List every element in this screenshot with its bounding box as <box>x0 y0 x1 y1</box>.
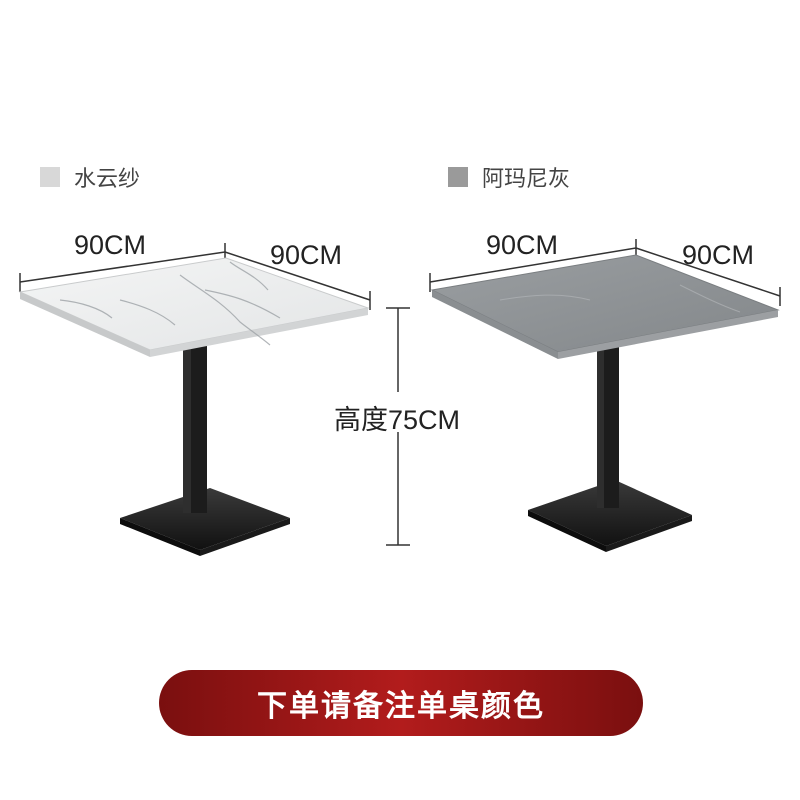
right-depth-dimension <box>635 247 781 306</box>
left-table-top <box>18 257 370 351</box>
legend-item-white: 水云纱 <box>40 160 140 194</box>
grey-slate-table <box>430 254 780 552</box>
left-width-label: 90CM <box>74 230 147 260</box>
white-marble-table <box>18 257 370 556</box>
right-table-base-plate <box>528 480 692 546</box>
right-depth-label: 90CM <box>682 240 755 270</box>
left-table-base-plate <box>120 488 290 550</box>
legend-label-white: 水云纱 <box>74 167 141 192</box>
slate-veins <box>499 284 741 313</box>
marble-veins <box>59 261 281 346</box>
legend-label-grey: 阿玛尼灰 <box>482 167 571 192</box>
height-label: 高度75CM <box>334 405 461 435</box>
height-dimension <box>386 307 410 546</box>
legend-item-grey: 阿玛尼灰 <box>448 160 570 194</box>
order-note-banner: 下单请备注单桌颜色 <box>159 670 643 736</box>
swatch-white <box>40 167 60 187</box>
right-width-label: 90CM <box>486 230 559 260</box>
swatch-grey <box>448 167 468 187</box>
left-depth-label: 90CM <box>270 240 343 270</box>
left-depth-dimension <box>224 251 371 310</box>
order-note-text: 下单请备注单桌颜色 <box>257 689 545 724</box>
